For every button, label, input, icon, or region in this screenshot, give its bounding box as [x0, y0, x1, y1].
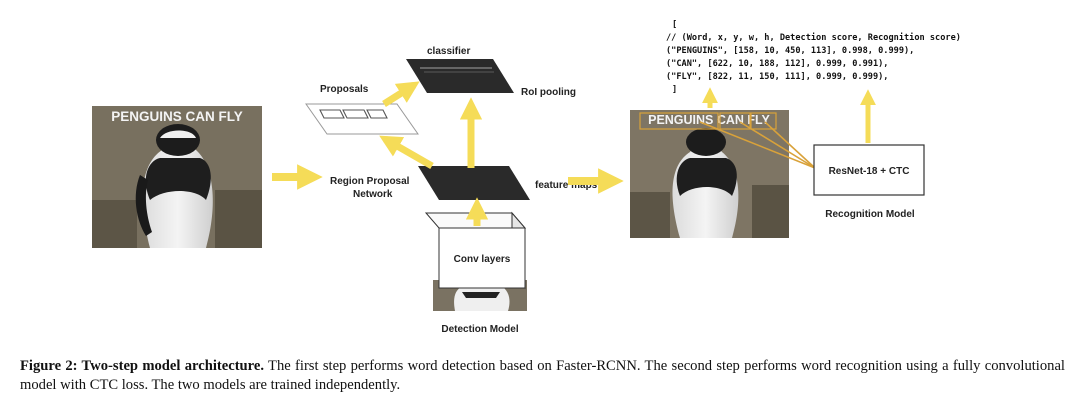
- input-penguin-image: PENGUINS CAN FLY: [92, 106, 262, 248]
- detection-box-penguins: [639, 112, 719, 130]
- input-meme-text: PENGUINS CAN FLY: [111, 109, 243, 124]
- recognizer-box: [813, 144, 925, 196]
- label-conv-layers: Conv layers: [454, 254, 511, 265]
- conv-layers-box: [424, 211, 527, 311]
- code-line: ]: [672, 85, 677, 95]
- figure-caption: Figure 2: Two-step model architecture. T…: [20, 357, 1065, 395]
- caption-text: The first step performs word detection b…: [20, 358, 1065, 393]
- code-line: ("FLY", [822, 11, 150, 111], 0.999, 0.99…: [666, 72, 888, 82]
- detection-connector-lines: [699, 121, 816, 169]
- proposals-panel: [305, 103, 419, 135]
- feature-maps-panel: [418, 166, 530, 200]
- detection-box-can: [719, 112, 751, 130]
- code-line: // (Word, x, y, w, h, Detection score, R…: [666, 32, 961, 43]
- label-recognizer: ResNet-18 + CTC: [829, 166, 910, 177]
- output-code-block: [ // (Word, x, y, w, h, Detection score,…: [666, 20, 961, 95]
- classifier-panel: [406, 59, 514, 93]
- detection-box-fly: [750, 112, 777, 130]
- label-feature-maps: feature maps: [535, 180, 598, 191]
- output-meme-text: PENGUINS CAN FLY: [648, 113, 770, 127]
- code-line: ("CAN", [622, 10, 188, 112], 0.999, 0.99…: [666, 59, 888, 69]
- label-detection-model: Detection Model: [441, 324, 518, 335]
- output-penguin-image: PENGUINS CAN FLY: [630, 110, 789, 238]
- arrow-feature-to-proposals: [379, 135, 434, 170]
- label-rpn-line2: Network: [353, 189, 393, 200]
- label-classifier: classifier: [427, 46, 470, 57]
- label-roi-pooling: RoI pooling: [521, 87, 576, 98]
- label-rpn-line1: Region Proposal: [330, 176, 410, 187]
- code-line: [: [672, 20, 677, 30]
- arrow-proposals-to-classifier: [382, 81, 420, 107]
- label-recognition-model: Recognition Model: [825, 209, 915, 220]
- label-proposals: Proposals: [320, 84, 369, 95]
- architecture-diagram: PENGUINS CAN FLY Proposals classifier Ro…: [92, 20, 961, 335]
- code-line: ("PENGUINS", [158, 10, 450, 113], 0.998,…: [666, 46, 914, 56]
- caption-label: Figure 2: Two-step model architecture.: [20, 358, 265, 374]
